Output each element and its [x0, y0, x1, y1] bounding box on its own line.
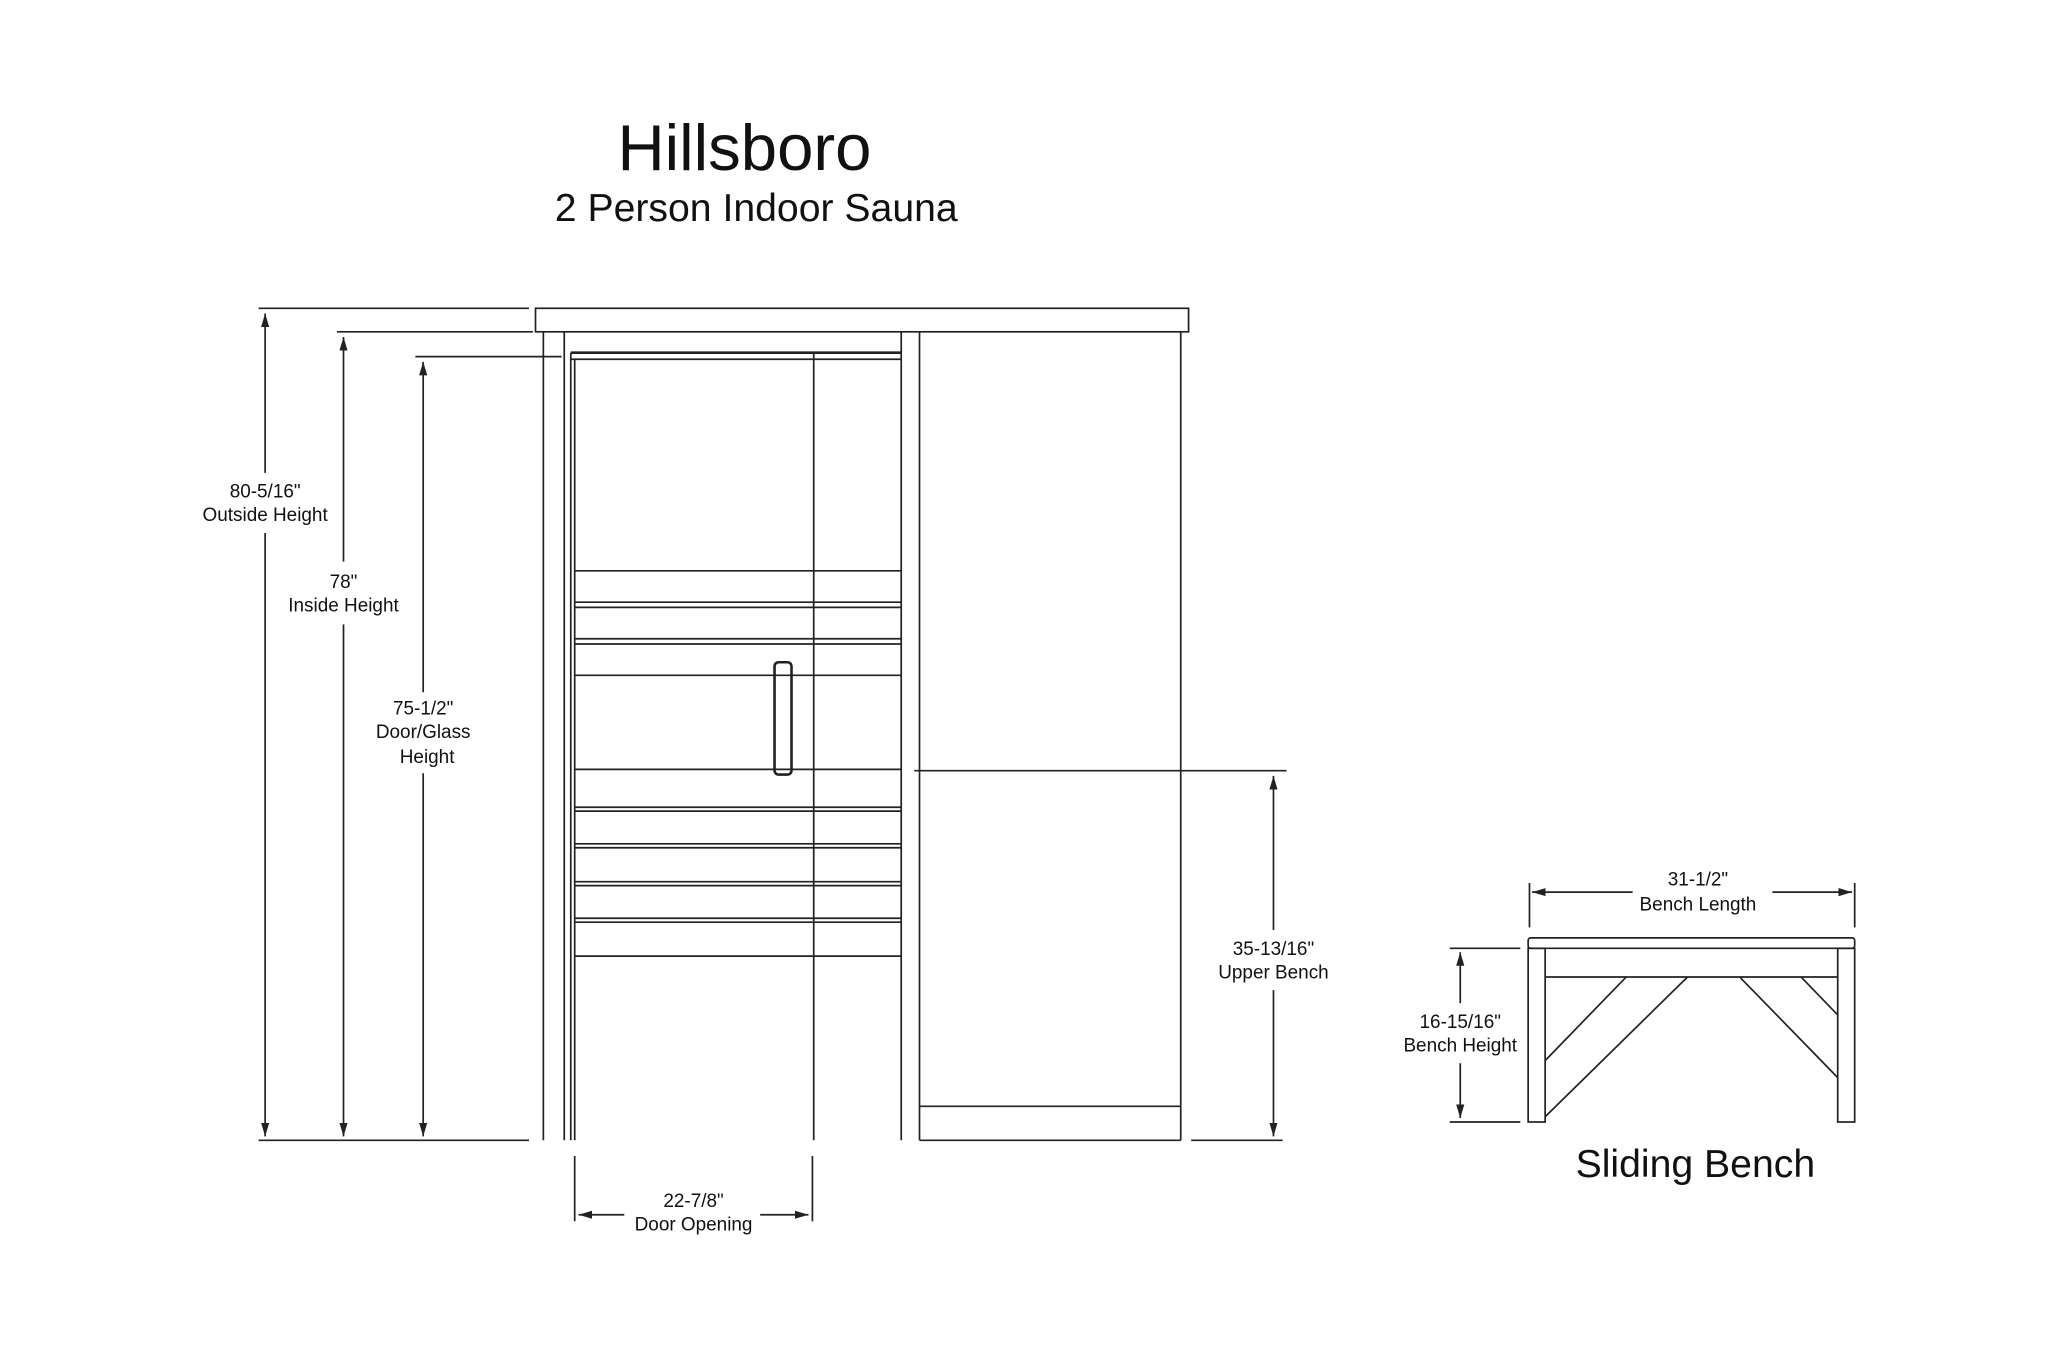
glass-bands [574, 569, 902, 957]
bench-height-value: 16-15/16" [1420, 1012, 1501, 1033]
bench-length-value: 31-1/2" [1668, 870, 1728, 891]
page-title: Hillsboro [617, 111, 871, 184]
bench-title: Sliding Bench [1576, 1143, 1816, 1186]
door-handle [773, 660, 793, 776]
page-subtitle: 2 Person Indoor Sauna [555, 187, 958, 230]
bench-height-label: Bench Height [1403, 1035, 1517, 1056]
upper-bench-value: 35-13/16" [1233, 939, 1314, 960]
upper-bench-label: Upper Bench [1218, 962, 1328, 983]
inside-height-value: 78" [330, 572, 358, 593]
door-opening-label: Door Opening [635, 1214, 753, 1235]
door-opening-value: 22-7/8" [663, 1191, 723, 1212]
inside-height-label: Inside Height [288, 595, 399, 616]
door-height-value: 75-1/2" [393, 699, 453, 720]
door-height-label-1: Door/Glass [376, 722, 471, 743]
outside-height-label: Outside Height [203, 505, 329, 526]
outside-height-value: 80-5/16" [230, 482, 301, 503]
bench-length-label: Bench Length [1640, 894, 1757, 915]
dimension-lines [258, 307, 1283, 1222]
door-height-label-2: Height [400, 747, 455, 768]
sliding-bench [1449, 882, 1856, 1123]
sauna-elevation [534, 307, 1287, 1142]
